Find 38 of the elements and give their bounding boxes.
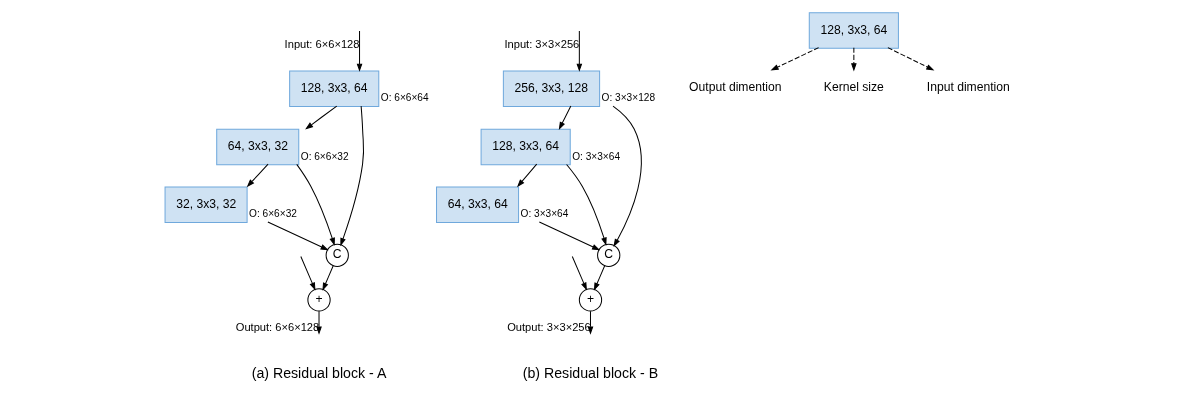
node-circle: C xyxy=(596,243,620,267)
arrow xyxy=(356,30,362,72)
node-circle: C xyxy=(325,243,349,267)
node-label: O: 3×3×64 xyxy=(571,150,620,162)
arrow xyxy=(321,265,334,291)
arrow xyxy=(593,265,605,291)
arrow xyxy=(886,47,934,71)
node-circle: + xyxy=(578,288,602,312)
arrow xyxy=(516,163,537,188)
node-text: Output dimention xyxy=(688,80,782,95)
edge-label: Input: 3×3×256 xyxy=(503,37,579,50)
arrow xyxy=(576,30,582,72)
arrow xyxy=(850,47,857,72)
arrow xyxy=(558,105,571,130)
node-label: O: 6×6×32 xyxy=(300,150,349,162)
arrow xyxy=(571,255,587,291)
label: (b) Residual block - B xyxy=(522,365,658,382)
arrow xyxy=(266,221,329,251)
arrow xyxy=(538,221,600,251)
arrow xyxy=(612,105,642,247)
arrow xyxy=(770,47,819,71)
edge-label: Input: 6×6×128 xyxy=(284,37,359,50)
arrow xyxy=(304,105,337,130)
node-label: O: 6×6×32 xyxy=(248,208,297,220)
node-text: Kernel size xyxy=(823,80,884,95)
arrow xyxy=(339,105,364,247)
edge-label: Output: 3×3×256 xyxy=(506,321,591,334)
node-text: Input dimention xyxy=(926,80,1010,95)
arrow xyxy=(565,163,607,246)
node-label: O: 6×6×64 xyxy=(380,92,429,104)
edge-label: Output: 6×6×128 xyxy=(235,321,319,334)
node-label: O: 3×3×64 xyxy=(520,208,568,220)
arrow xyxy=(299,255,315,291)
label: (a) Residual block - A xyxy=(251,365,386,382)
node-circle: + xyxy=(306,288,331,312)
node-label: O: 3×3×128 xyxy=(601,92,655,104)
arrow xyxy=(295,163,335,246)
arrow xyxy=(246,163,269,188)
